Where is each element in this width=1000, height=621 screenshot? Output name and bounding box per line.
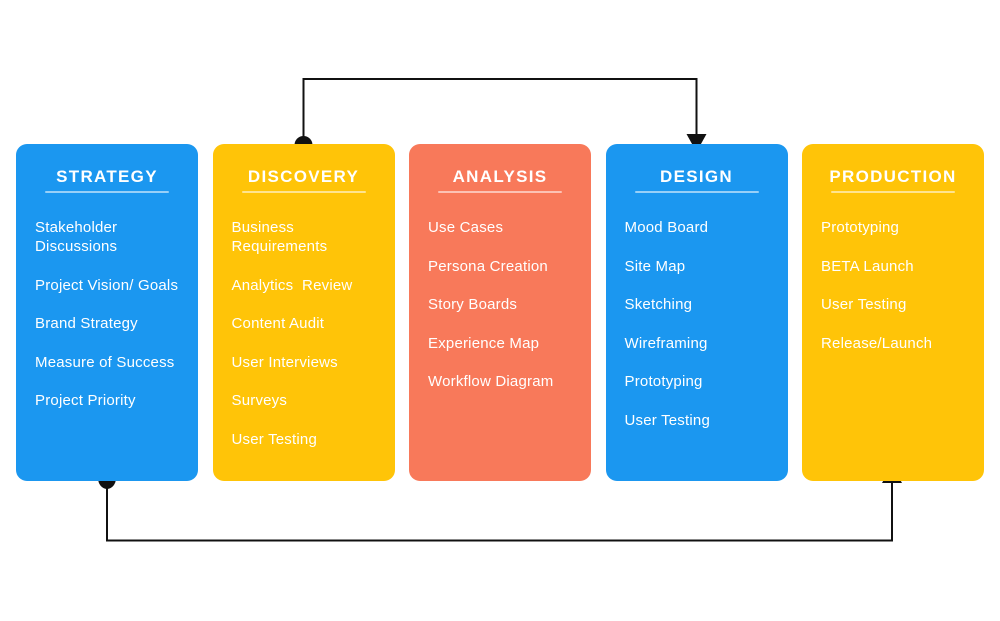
phase-item: Stakeholder Discussions — [35, 219, 122, 255]
phase-item-list: Use Cases Persona Creation Story Boards … — [409, 218, 591, 391]
phase-title-underline — [634, 191, 759, 193]
phase-item-list: Business Requirements Analytics Review C… — [213, 218, 395, 449]
phase-item: Prototyping — [821, 219, 900, 236]
phase-title-underline — [45, 191, 169, 193]
phase-item: Business Requirements — [231, 219, 328, 255]
phase-card-analysis: ANALYSIS Use Cases Persona Creation Stor… — [409, 144, 591, 481]
phase-item: Measure of Success — [35, 353, 175, 371]
phase-item: Sketching — [624, 296, 693, 313]
phase-card-production: PRODUCTION Prototyping BETA Launch User … — [802, 144, 984, 481]
phase-item-list: Mood Board Site Map Sketching Wireframin… — [606, 218, 788, 430]
phase-item: Analytics Review — [231, 276, 353, 294]
phase-title: PRODUCTION — [829, 167, 957, 186]
phase-title-underline — [241, 191, 366, 193]
phase-title: DESIGN — [660, 167, 733, 186]
phase-card-strategy: STRATEGY Stakeholder Discussions Project… — [16, 144, 198, 481]
phase-item: Content Audit — [231, 315, 325, 332]
phase-item: Story Boards — [428, 296, 518, 313]
phase-item: Mood Board — [624, 219, 709, 236]
phase-title-underline — [438, 191, 562, 193]
phase-item: Project Priority — [35, 392, 136, 409]
phase-item: User Testing — [231, 430, 317, 448]
phase-item: Experience Map — [428, 334, 540, 352]
phase-title: STRATEGY — [56, 167, 158, 186]
phase-card-discovery: DISCOVERY Business Requirements Analytic… — [212, 144, 395, 481]
connector-line-discovery-design — [302, 78, 698, 145]
phase-item: Persona Creation — [428, 257, 548, 275]
phase-item-list: Prototyping BETA Launch User Testing Rel… — [802, 218, 984, 353]
phase-item: User Testing — [624, 411, 710, 429]
phase-item: Site Map — [624, 257, 686, 275]
phase-item: User Interviews — [231, 353, 338, 371]
connector-line-strategy-production — [106, 478, 893, 542]
phase-item: Workflow Diagram — [428, 373, 554, 390]
phase-item: Brand Strategy — [35, 315, 138, 332]
phase-item-list: Stakeholder Discussions Project Vision/ … — [16, 218, 198, 410]
phase-card-design: DESIGN Mood Board Site Map Sketching Wir… — [605, 144, 788, 481]
phase-item: Prototyping — [624, 373, 703, 390]
phase-title: ANALYSIS — [452, 167, 548, 186]
phase-item: Project Vision/ Goals — [35, 276, 179, 294]
phase-cards-row: STRATEGY Stakeholder Discussions Project… — [16, 144, 984, 481]
phase-item: Wireframing — [624, 334, 708, 352]
phase-item: Use Cases — [428, 219, 504, 236]
phase-item: Surveys — [231, 392, 288, 409]
phase-item: BETA Launch — [821, 257, 914, 275]
phase-item: User Testing — [821, 296, 907, 313]
phase-title-underline — [831, 191, 955, 193]
phase-item: Release/Launch — [821, 334, 933, 352]
phase-title: DISCOVERY — [247, 167, 360, 186]
